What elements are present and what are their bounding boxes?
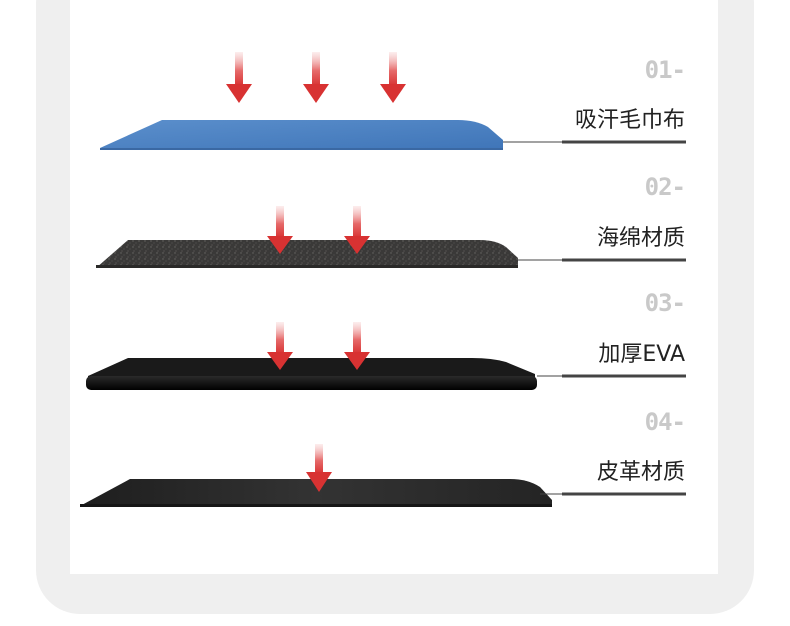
layer-number-3: 03- (644, 289, 686, 317)
eva-top (88, 358, 535, 378)
eva-side (86, 376, 537, 390)
layer-label-1: 吸汗毛巾布 (574, 108, 685, 133)
layer-label-2: 海绵材质 (596, 226, 685, 251)
layer-number-4: 04- (644, 408, 686, 436)
leather-edge (80, 504, 552, 507)
towel-edge (100, 148, 503, 150)
towel-slab (100, 120, 503, 150)
leather-slab (80, 479, 552, 506)
arrow-3b (344, 322, 370, 370)
sponge-edge (96, 265, 518, 268)
layer-label-4: 皮革材质 (596, 460, 685, 485)
arrow-3a (267, 322, 293, 370)
layer-4-leather (80, 444, 686, 507)
layer-1-towel (100, 52, 686, 150)
arrow-1a (226, 52, 252, 103)
sponge-slab (96, 240, 518, 268)
layer-number-1: 01- (644, 56, 686, 84)
arrow-2b (344, 206, 370, 254)
arrow-2a (267, 206, 293, 254)
layer-2-sponge (96, 206, 686, 268)
arrow-1b (303, 52, 329, 103)
arrow-4a (306, 444, 332, 492)
layer-label-3: 加厚EVA (598, 342, 685, 367)
arrow-1c (380, 52, 406, 103)
layer-number-2: 02- (644, 173, 686, 201)
layer-3-eva (86, 322, 686, 390)
